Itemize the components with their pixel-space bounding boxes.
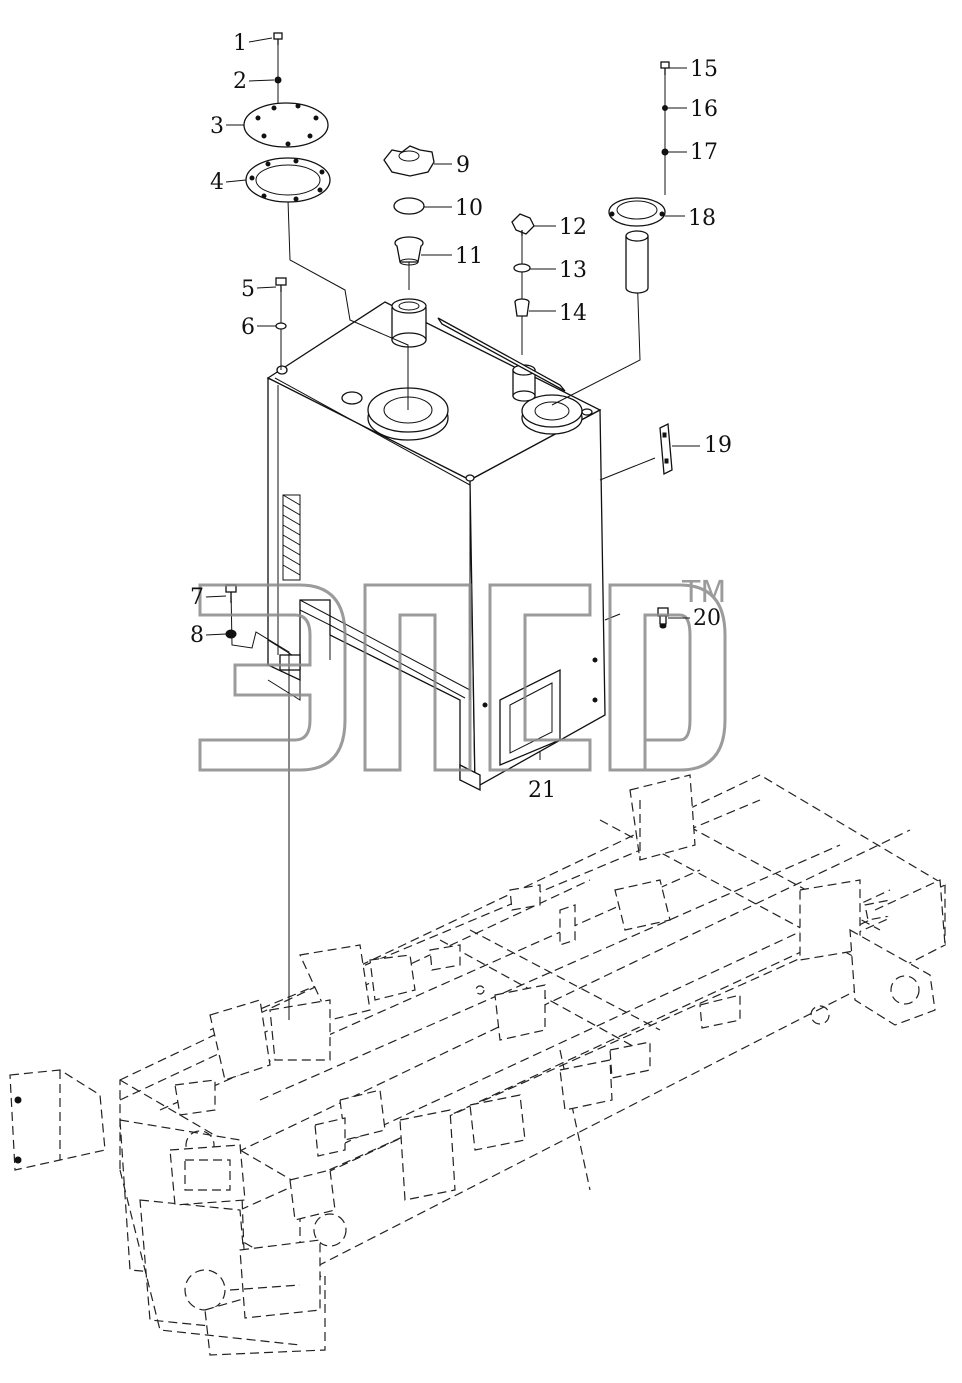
nut-part-8	[225, 629, 237, 639]
callout-1: 1	[233, 31, 247, 56]
watermark-logo: TM	[198, 575, 727, 772]
callout-9: 9	[456, 153, 470, 178]
filler-cap-part-9	[383, 145, 435, 177]
callout-18: 18	[688, 206, 716, 231]
callout-13: 13	[559, 258, 587, 283]
callout-14: 14	[559, 301, 587, 326]
hydraulic-tank	[266, 298, 606, 792]
washer-part-16	[662, 105, 668, 111]
cover-plate-part-3	[243, 102, 329, 148]
adapter-part-14	[514, 298, 530, 317]
callout-3: 3	[210, 114, 224, 139]
callout-4: 4	[210, 170, 224, 195]
callout-6: 6	[241, 315, 255, 340]
chassis-frame	[9, 774, 946, 1356]
callout-11: 11	[455, 244, 483, 269]
filler-neck	[391, 298, 427, 348]
bracket-part-19	[659, 422, 673, 476]
callout-5: 5	[241, 277, 255, 302]
bolt-part-1	[273, 32, 283, 45]
callout-2: 2	[233, 69, 247, 94]
callout-16: 16	[690, 97, 718, 122]
o-ring-part-13	[513, 263, 531, 273]
small-neck	[512, 364, 536, 402]
bolt-part-7	[225, 584, 237, 603]
drain-plug-part-20	[657, 607, 669, 629]
callout-20: 20	[693, 606, 721, 631]
callout-19: 19	[704, 433, 732, 458]
strainer-part-11	[394, 236, 424, 266]
washer-part-17	[661, 148, 669, 156]
callout-7: 7	[190, 585, 204, 610]
washer-part-2	[274, 76, 282, 84]
callout-8: 8	[190, 623, 204, 648]
callout-17: 17	[690, 140, 718, 165]
breather-part-12	[511, 213, 535, 236]
callout-21: 21	[528, 778, 556, 803]
callout-labels: 1 2 3 4 5 6 7 8 9 10 11 12 13 14 15 16 1…	[190, 31, 732, 803]
callout-12: 12	[559, 215, 587, 240]
callout-15: 15	[690, 57, 718, 82]
bolt-part-5	[275, 277, 287, 292]
callout-10: 10	[455, 196, 483, 221]
washer-part-6	[275, 322, 287, 330]
trademark-symbol: TM	[681, 575, 726, 610]
large-port-right	[521, 394, 583, 435]
o-ring-part-10	[393, 197, 425, 215]
vent-slots	[282, 494, 301, 581]
screw-part-15	[660, 61, 670, 75]
gasket-part-4	[245, 157, 331, 203]
filter-assembly-part-18	[608, 197, 666, 294]
